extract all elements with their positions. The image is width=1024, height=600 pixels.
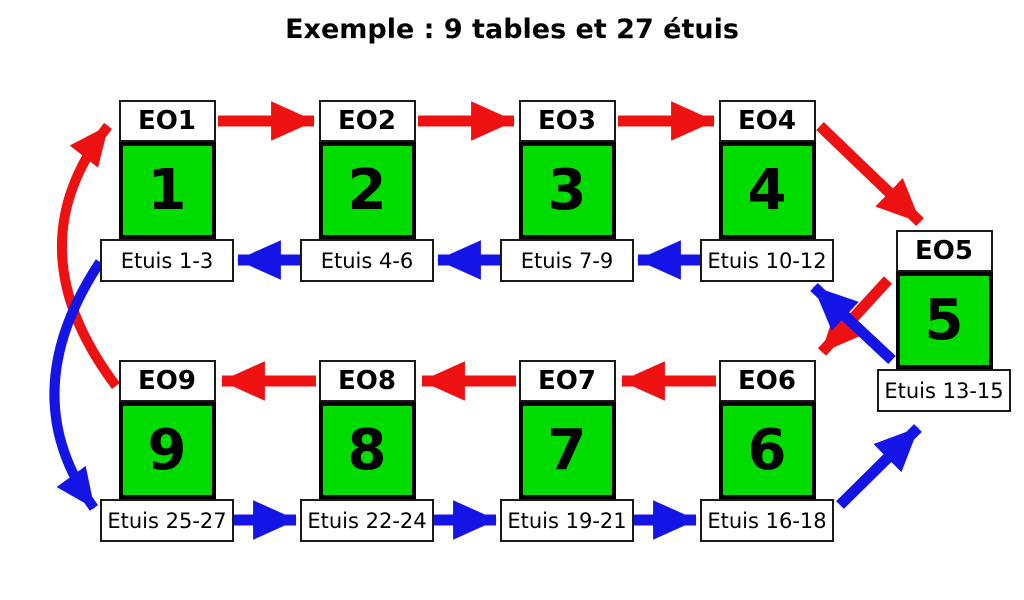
eo-label: EO4 <box>718 100 816 142</box>
table-square: 1 <box>118 142 216 239</box>
eo-label: EO1 <box>118 100 216 142</box>
station-eo2: EO2 2 Etuis 4-6 <box>300 100 434 282</box>
etuis-label: Etuis 22-24 <box>300 499 434 542</box>
eo-label: EO5 <box>895 230 993 272</box>
blue-arrow-etuis1-3-etuis25-27-curve <box>49 259 105 511</box>
eo-label: EO7 <box>518 360 616 402</box>
table-square: 6 <box>718 402 816 499</box>
table-square: 4 <box>718 142 816 239</box>
diagram-title: Exemple : 9 tables et 27 étuis <box>285 14 739 45</box>
etuis-label: Etuis 13-15 <box>877 369 1011 412</box>
station-eo4: EO4 4 Etuis 10-12 <box>700 100 834 282</box>
station-eo9: EO9 9 Etuis 25-27 <box>100 360 234 542</box>
eo-label: EO9 <box>118 360 216 402</box>
table-square: 7 <box>518 402 616 499</box>
table-square: 5 <box>895 272 993 369</box>
etuis-label: Etuis 4-6 <box>300 239 434 282</box>
station-eo6: EO6 6 Etuis 16-18 <box>700 360 834 542</box>
etuis-label: Etuis 7-9 <box>500 239 634 282</box>
etuis-label: Etuis 16-18 <box>700 499 834 542</box>
station-eo8: EO8 8 Etuis 22-24 <box>300 360 434 542</box>
etuis-label: Etuis 1-3 <box>100 239 234 282</box>
table-square: 3 <box>518 142 616 239</box>
table-square: 8 <box>318 402 416 499</box>
etuis-label: Etuis 19-21 <box>500 499 634 542</box>
red-arrow-eo4-eo5 <box>816 122 924 226</box>
table-square: 9 <box>118 402 216 499</box>
station-eo1: EO1 1 Etuis 1-3 <box>100 100 234 282</box>
blue-arrow-etuis16-18-etuis13-15 <box>836 424 922 509</box>
eo-label: EO8 <box>318 360 416 402</box>
eo-label: EO2 <box>318 100 416 142</box>
etuis-label: Etuis 25-27 <box>100 499 234 542</box>
table-square: 2 <box>318 142 416 239</box>
station-eo7: EO7 7 Etuis 19-21 <box>500 360 634 542</box>
station-eo3: EO3 3 Etuis 7-9 <box>500 100 634 282</box>
eo-label: EO3 <box>518 100 616 142</box>
eo-label: EO6 <box>718 360 816 402</box>
etuis-label: Etuis 10-12 <box>700 239 834 282</box>
station-eo5: EO5 5 Etuis 13-15 <box>877 230 1011 412</box>
